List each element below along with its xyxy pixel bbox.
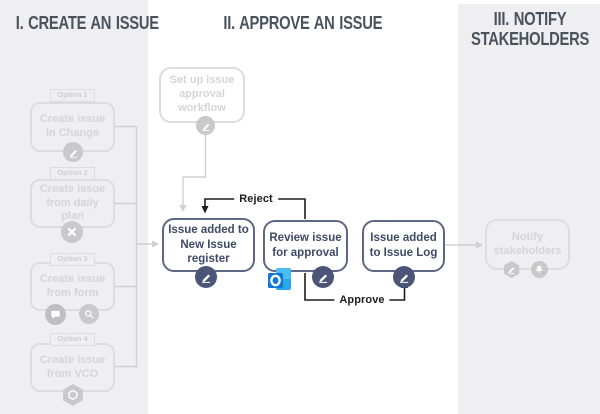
option-4-tag: Option 4	[50, 333, 95, 346]
option-1-tag: Option 1	[50, 89, 95, 102]
pen-icon	[63, 142, 83, 162]
section-title-create-text: I. CREATE AN ISSUE	[15, 13, 159, 33]
node-label: Create issue from form	[39, 272, 106, 299]
notify-section-panel	[458, 4, 600, 414]
node-issue-added-to-issue-log: Issue added to Issue Log	[362, 220, 445, 272]
section-title-approve-text: II. APPROVE AN ISSUE	[223, 13, 383, 33]
pen-icon	[196, 116, 215, 135]
bell-icon	[531, 261, 548, 278]
reject-label: Reject	[234, 193, 278, 205]
section-title-notify: III. NOTIFY STAKEHOLDERS	[458, 9, 600, 49]
magnifier-icon	[79, 304, 99, 324]
form-bubble-icon	[45, 304, 66, 325]
pen-icon	[312, 266, 334, 288]
outlook-icon	[268, 264, 292, 294]
node-label: Issue added to New Issue register	[168, 223, 249, 266]
node-create-issue-from-daily-plan: Create issue from daily plan	[30, 179, 115, 228]
hexagon-vco-icon	[63, 384, 83, 406]
option-3-tag: Option 3	[50, 253, 95, 266]
node-label: Create issue from VCO	[39, 353, 106, 380]
section-title-approve: II. APPROVE AN ISSUE	[148, 13, 458, 33]
node-setup-approval-workflow: Set up issue approval workflow	[159, 67, 245, 123]
option-2-tag: Option 2	[50, 167, 95, 180]
node-create-issue-from-vco: Create issue from VCO	[30, 343, 115, 392]
section-title-notify-text: III. NOTIFY STAKEHOLDERS	[470, 9, 590, 50]
node-label: Create issue in Change	[39, 113, 106, 139]
pen-icon	[393, 266, 415, 288]
node-label: Review issue for approval	[269, 232, 342, 259]
pen-icon	[503, 261, 520, 278]
node-label: Notify stakeholders	[493, 230, 562, 257]
node-review-issue-for-approval: Review issue for approval	[263, 220, 348, 272]
node-create-issue-from-form: Create issue from form	[30, 262, 115, 311]
node-notify-stakeholders: Notify stakeholders	[485, 219, 570, 270]
pen-icon	[195, 266, 217, 288]
approve-label: Approve	[334, 294, 390, 306]
section-title-create: I. CREATE AN ISSUE	[0, 13, 159, 33]
node-issue-added-to-new-issue-register: Issue added to New Issue register	[162, 218, 255, 272]
node-label: Create issue from daily plan	[39, 182, 106, 223]
crossed-tools-icon	[61, 221, 83, 243]
node-label: Issue added to Issue Log	[369, 232, 438, 259]
node-label: Set up issue approval workflow	[169, 74, 235, 114]
